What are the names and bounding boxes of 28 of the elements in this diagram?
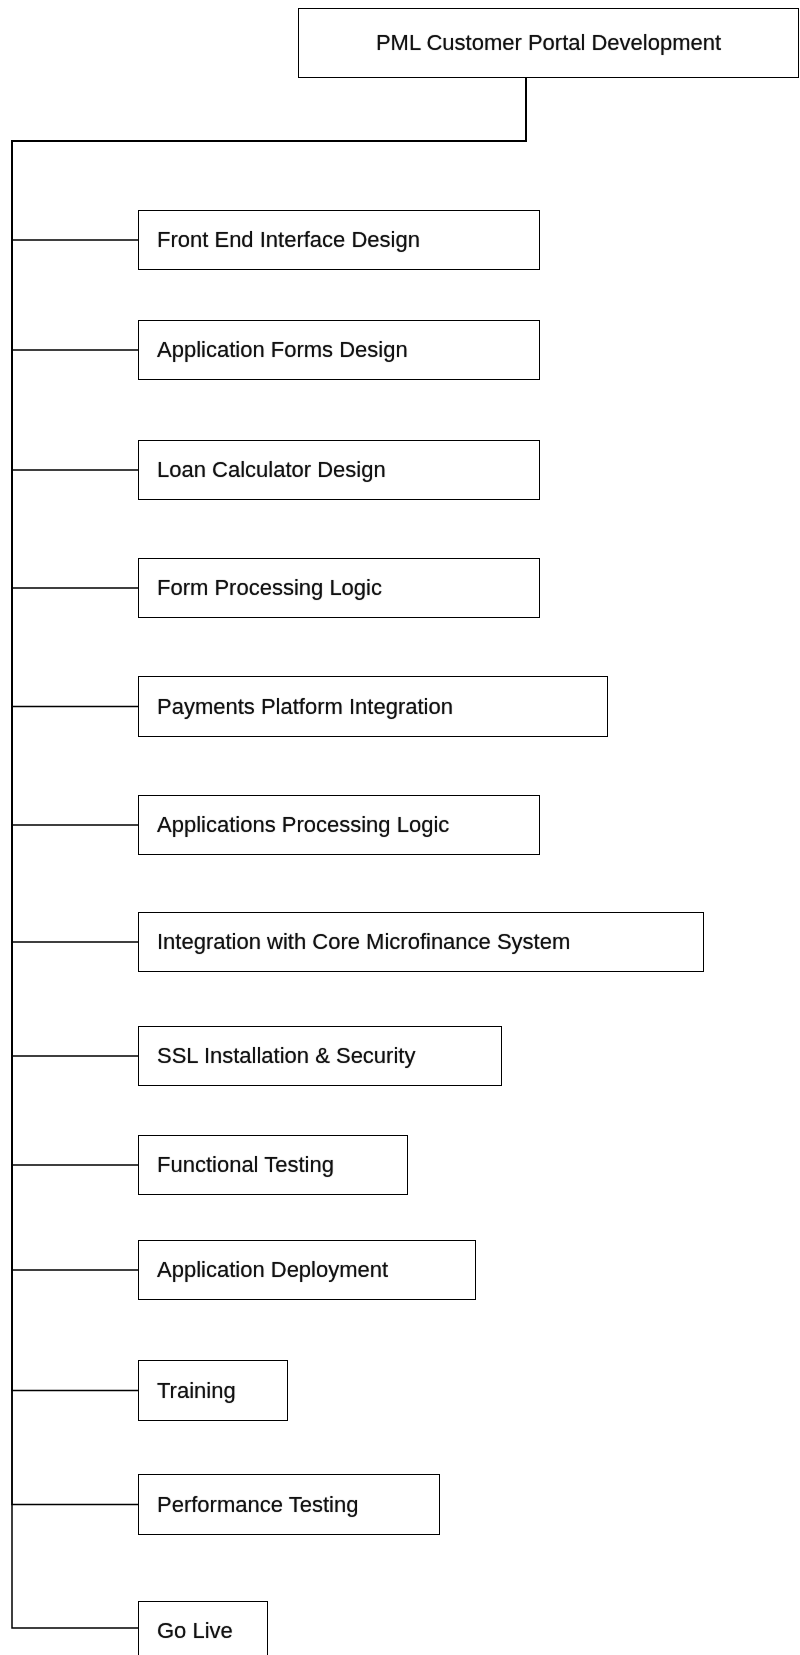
task-label: Application Forms Design	[157, 337, 408, 363]
task-label: Form Processing Logic	[157, 575, 382, 601]
task-box	[138, 1026, 502, 1086]
root-task-box	[298, 8, 799, 78]
task-label: Loan Calculator Design	[157, 457, 386, 483]
task-box	[138, 558, 540, 618]
task-box	[138, 795, 540, 855]
task-box	[138, 676, 608, 737]
task-label: SSL Installation & Security	[157, 1043, 416, 1069]
task-box	[138, 912, 704, 972]
task-box	[138, 320, 540, 380]
task-label: PML Customer Portal Development	[375, 30, 722, 56]
task-label: Front End Interface Design	[157, 227, 420, 253]
task-label: Functional Testing	[157, 1152, 334, 1178]
task-box	[138, 1360, 288, 1421]
task-label: Integration with Core Microfinance System	[157, 929, 571, 955]
task-box	[138, 1474, 440, 1535]
task-box	[138, 1601, 268, 1655]
task-box	[138, 1135, 408, 1195]
task-label: Training	[157, 1377, 236, 1404]
task-box	[138, 210, 540, 270]
task-box	[138, 440, 540, 500]
task-label: Performance Testing	[157, 1491, 359, 1518]
task-box	[138, 1240, 476, 1300]
task-label: Applications Processing Logic	[157, 812, 450, 838]
task-label: Application Deployment	[157, 1257, 389, 1283]
task-label: Go Live	[157, 1618, 233, 1644]
task-label: Payments Platform Integration	[157, 693, 453, 720]
